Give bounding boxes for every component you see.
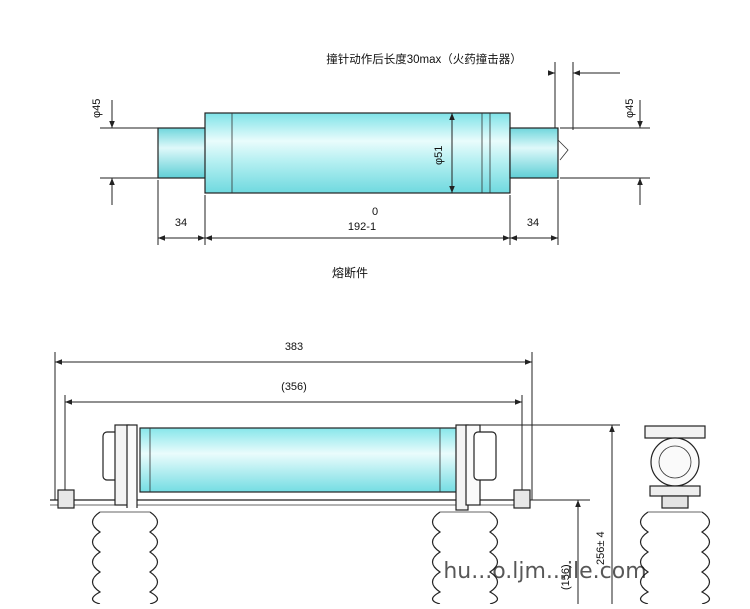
left-insulator xyxy=(90,508,160,605)
inner-length-label: (356) xyxy=(281,381,307,393)
right-end-cap xyxy=(509,127,559,179)
len-mid-upper-label: 0 xyxy=(372,206,378,218)
right-insulator xyxy=(431,511,499,605)
dia-left-label: φ45 xyxy=(91,99,103,118)
fuse-caption: 熔断件 xyxy=(332,265,368,280)
dia-mid-label: φ51 xyxy=(433,146,445,165)
len-right-label: 34 xyxy=(527,217,539,229)
len-left-label: 34 xyxy=(175,217,187,229)
height-partial-label: (156) xyxy=(560,564,572,590)
left-end-cap xyxy=(157,127,207,179)
fuse-link-view: 撞针动作后长度30max（火药撞击器） φ45 φ45 φ51 34 0 192… xyxy=(91,52,650,280)
striker-note: 撞针动作后长度30max（火药撞击器） xyxy=(326,52,522,66)
dia-right-label: φ45 xyxy=(624,99,636,118)
side-view xyxy=(639,425,711,605)
fuse-tube xyxy=(139,427,463,493)
right-contact-clamp xyxy=(455,424,531,511)
fuse-body xyxy=(204,112,511,194)
watermark: hu...o.ljm...ile.com xyxy=(443,559,646,584)
assembly-view: 383 (356) xyxy=(50,341,711,605)
left-contact-clamp xyxy=(57,424,138,511)
striker-pin xyxy=(557,139,569,161)
len-mid-lower-label: 192-1 xyxy=(348,221,376,233)
overall-length-label: 383 xyxy=(285,341,303,353)
height-total-label: 256± 4 xyxy=(595,531,607,565)
